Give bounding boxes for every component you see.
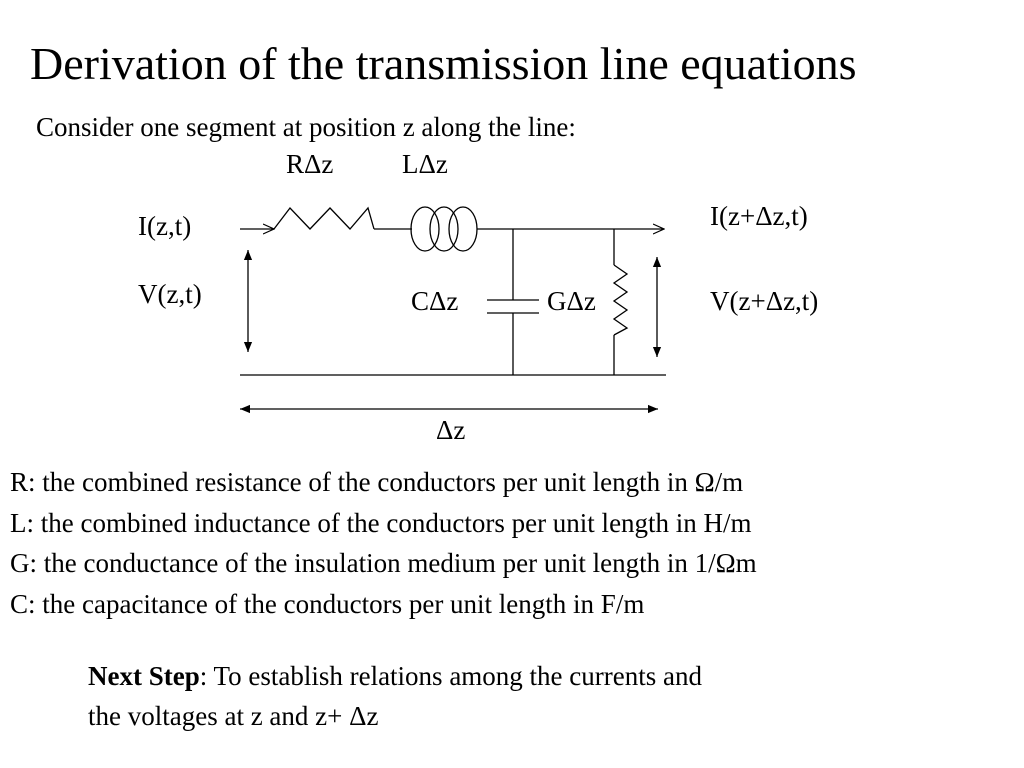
slide-title: Derivation of the transmission line equa… [30, 38, 857, 89]
intro-text: Consider one segment at position z along… [36, 112, 576, 142]
inductor-label: LΔz [402, 149, 448, 179]
resistor-symbol [273, 206, 375, 230]
next-step-line1: : To establish relations among the curre… [199, 661, 702, 691]
definitions-list: R: the combined resistance of the conduc… [10, 462, 757, 624]
definition-conductance: G: the conductance of the insulation med… [10, 548, 757, 578]
resistor-label: RΔz [286, 149, 334, 179]
segment-length-label: Δz [436, 415, 466, 445]
next-step-line2: the voltages at z and z+ Δz [88, 701, 379, 731]
current-in-label: I(z,t) [138, 211, 192, 241]
voltage-out-label: V(z+Δz,t) [710, 286, 819, 316]
inductor-symbol [410, 206, 478, 252]
next-step-note: Next Step: To establish relations among … [88, 656, 702, 736]
conductance-label: GΔz [547, 286, 596, 316]
definition-capacitance: C: the capacitance of the conductors per… [10, 588, 645, 619]
capacitor-label: CΔz [411, 286, 459, 316]
next-step-heading: Next Step [88, 661, 200, 691]
definition-resistance: R: the combined resistance of the conduc… [10, 467, 744, 497]
conductance-symbol [612, 229, 629, 375]
capacitor-symbol [487, 229, 539, 375]
current-out-label: I(z+Δz,t) [710, 201, 808, 231]
definition-inductance: L: the combined inductance of the conduc… [10, 507, 752, 538]
voltage-in-label: V(z,t) [138, 279, 202, 309]
